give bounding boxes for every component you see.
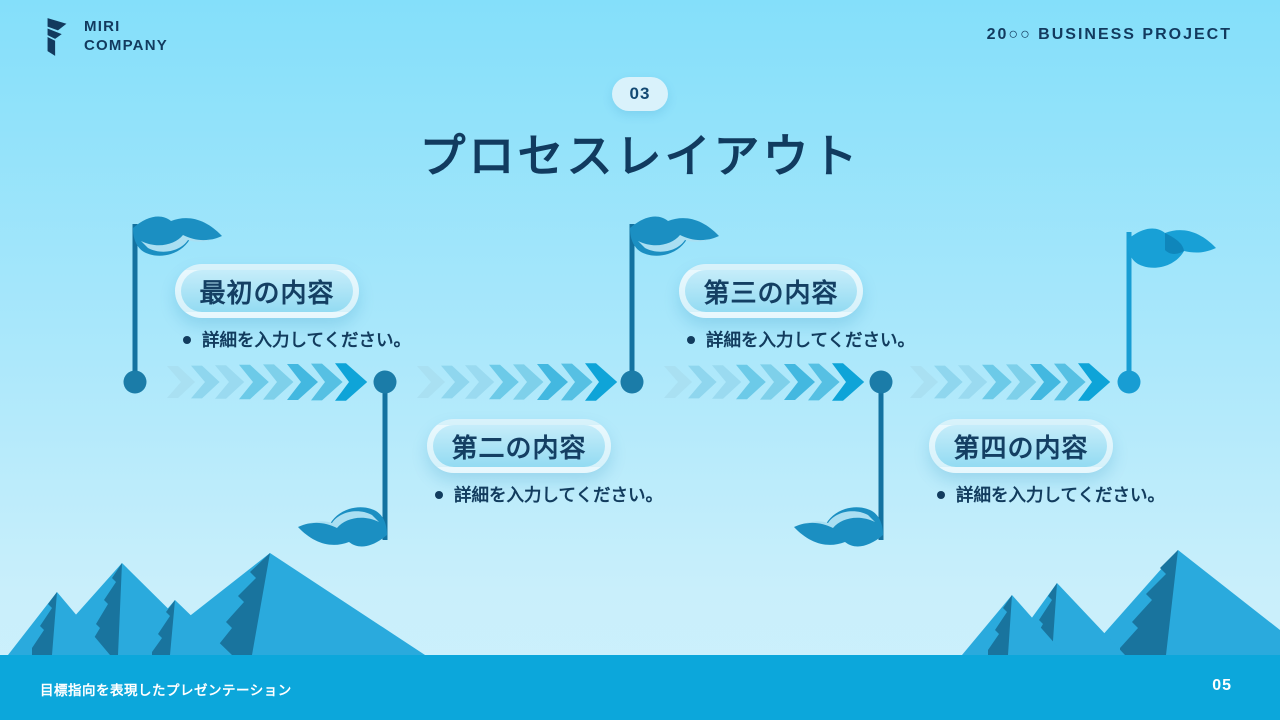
- chevron-arrow-icon: [760, 364, 791, 400]
- chevron-arrow-icon: [489, 364, 519, 400]
- chevron-arrow-icon: [808, 363, 840, 401]
- milestone-dot: [123, 370, 147, 394]
- chevron-arrow-icon: [688, 365, 717, 399]
- milestone-detail: 詳細を入力してください。: [183, 327, 411, 352]
- milestone-detail-text: 詳細を入力してください。: [202, 330, 411, 350]
- flag-icon: [133, 216, 222, 256]
- chevron-arrow-group: [664, 363, 865, 401]
- chevron-arrow-icon: [736, 364, 766, 400]
- chevron-arrow-group: [167, 363, 368, 401]
- footer-caption: 目標指向を表現したプレゼンテーション: [40, 683, 292, 698]
- chevron-arrow-icon: [441, 365, 470, 399]
- flag-icon: [1127, 228, 1216, 268]
- flag-icon: [794, 507, 883, 547]
- bullet-dot-icon: [937, 490, 945, 499]
- chevron-arrow-icon: [537, 364, 568, 400]
- chevron-arrow-icon: [167, 366, 195, 398]
- chevron-arrow-icon: [1054, 363, 1086, 401]
- chevron-arrow-icon: [664, 366, 692, 398]
- slide-title: プロセスレイアウト: [419, 130, 861, 182]
- slide-number-badge: 03: [612, 77, 668, 111]
- chevron-arrow-icon: [1030, 364, 1061, 400]
- chevron-arrow-group: [417, 363, 618, 401]
- chevron-arrow-icon: [832, 363, 865, 401]
- brand-logo: MIRI COMPANY: [40, 16, 168, 58]
- chevron-arrow-icon: [417, 366, 445, 398]
- bullet-dot-icon: [435, 490, 443, 499]
- milestone-detail-text: 詳細を入力してください。: [706, 330, 915, 350]
- chevron-arrow-icon: [934, 365, 963, 399]
- miri-logo-mark-icon: [47, 18, 67, 56]
- milestone-dot: [620, 370, 644, 394]
- chevron-arrow-icon: [784, 364, 815, 400]
- brand-name-line1: MIRI: [84, 18, 121, 36]
- chevron-arrow-icon: [239, 364, 269, 400]
- chevron-arrow-icon: [191, 365, 220, 399]
- milestone-detail: 詳細を入力してください。: [687, 327, 915, 352]
- mountain-decoration-right: [962, 550, 1280, 655]
- milestone-detail-text: 詳細を入力してください。: [454, 485, 663, 505]
- chevron-arrow-icon: [311, 363, 343, 401]
- chevron-arrow-icon: [585, 363, 618, 401]
- bullet-dot-icon: [687, 335, 695, 344]
- footer-bar: 目標指向を表現したプレゼンテーション 05: [0, 655, 1280, 720]
- chevron-arrow-group: [910, 363, 1111, 401]
- chevron-arrow-icon: [561, 363, 593, 401]
- milestone-dot: [869, 370, 893, 394]
- chevron-arrow-icon: [465, 365, 495, 399]
- chevron-arrow-icon: [1078, 363, 1111, 401]
- project-label: 20○○ BUSINESS PROJECT: [986, 26, 1232, 43]
- mountain-decoration-left: [8, 553, 425, 655]
- chevron-arrow-icon: [910, 366, 938, 398]
- milestone-title-pill: 最初の内容: [175, 264, 359, 318]
- chevron-arrow-icon: [712, 365, 742, 399]
- chevron-arrow-icon: [335, 363, 368, 401]
- milestone-title-pill: 第四の内容: [929, 419, 1113, 473]
- brand-name: MIRI COMPANY: [84, 18, 168, 56]
- bullet-dot-icon: [183, 335, 191, 344]
- chevron-arrow-icon: [287, 364, 318, 400]
- chevron-arrow-icon: [1006, 364, 1037, 400]
- flag-icon: [630, 216, 719, 256]
- milestone-dot: [1117, 370, 1141, 394]
- brand-name-line2: COMPANY: [84, 37, 168, 54]
- milestone-detail: 詳細を入力してください。: [937, 482, 1165, 507]
- chevron-arrow-icon: [982, 364, 1012, 400]
- chevron-arrow-icon: [263, 364, 294, 400]
- milestone-detail-text: 詳細を入力してください。: [956, 485, 1165, 505]
- milestone-detail: 詳細を入力してください。: [435, 482, 663, 507]
- milestone-title-pill: 第二の内容: [427, 419, 611, 473]
- chevron-arrow-icon: [215, 365, 245, 399]
- flag-icon: [298, 507, 387, 547]
- page-number: 05: [1212, 677, 1232, 694]
- milestone-dot: [373, 370, 397, 394]
- chevron-arrow-icon: [958, 365, 988, 399]
- milestone-title-pill: 第三の内容: [679, 264, 863, 318]
- chevron-arrow-icon: [513, 364, 544, 400]
